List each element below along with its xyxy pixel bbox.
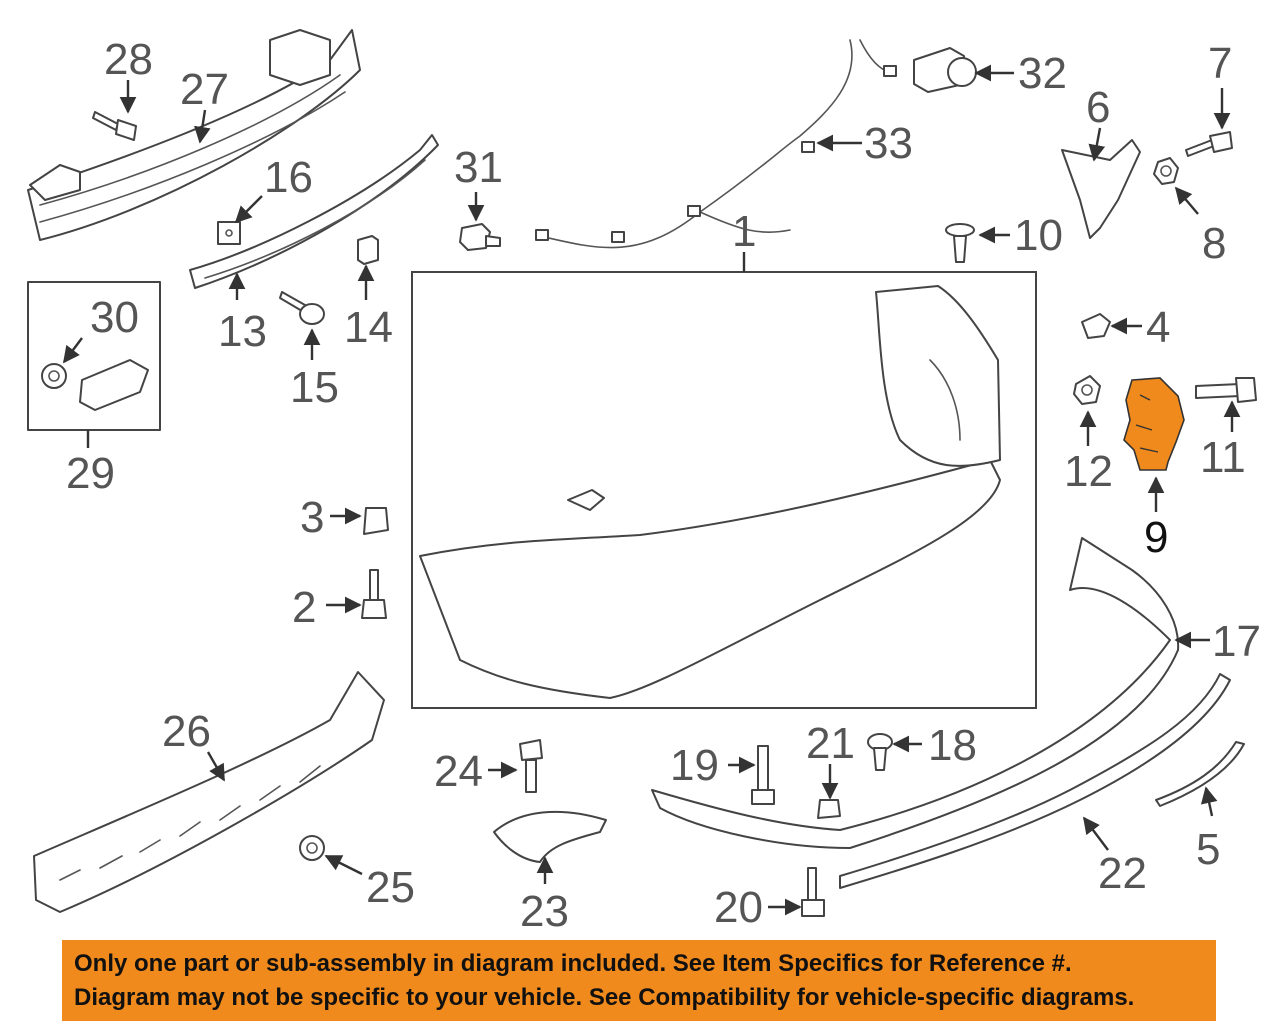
part-15-bolt <box>279 291 325 325</box>
label-17: 17 <box>1212 617 1261 666</box>
label-29: 29 <box>66 449 115 498</box>
part-23-bracket <box>493 810 607 863</box>
label-8: 8 <box>1202 219 1226 268</box>
label-2: 2 <box>292 583 316 632</box>
part-17-valance <box>651 537 1180 849</box>
part-31-sensor <box>459 223 501 251</box>
part-3-clip <box>363 507 389 535</box>
part-1-bumper-cover <box>411 271 1037 709</box>
part-26-absorber <box>33 671 385 913</box>
part-20-bolt <box>801 867 825 917</box>
part-27-reinforcement-beam <box>27 29 361 241</box>
label-25: 25 <box>366 863 415 912</box>
part-18-push-pin <box>867 733 893 771</box>
part-12-nut <box>1073 375 1101 405</box>
part-5-trim-strip <box>1155 741 1245 807</box>
disclaimer-banner: Only one part or sub-assembly in diagram… <box>62 940 1216 1021</box>
part-19-stud <box>751 745 775 805</box>
part-29-kit-box <box>27 281 161 431</box>
label-10: 10 <box>1014 211 1063 260</box>
label-20: 20 <box>714 883 763 932</box>
label-4: 4 <box>1146 303 1170 352</box>
part-10-push-pin <box>945 223 975 263</box>
part-24-bolt <box>519 739 543 793</box>
label-16: 16 <box>264 153 313 202</box>
label-5: 5 <box>1196 825 1220 874</box>
parts-diagram: 28 27 16 13 14 15 30 29 31 33 32 6 7 8 1… <box>27 29 1261 936</box>
leader-arrows <box>62 64 1241 916</box>
part-8-nut <box>1153 157 1179 185</box>
disclaimer-line-1: Only one part or sub-assembly in diagram… <box>74 949 1072 977</box>
part-22-lower-trim <box>839 673 1231 889</box>
part-14-block <box>357 235 379 265</box>
part-7-bolt <box>1185 131 1233 157</box>
part-2-bolt <box>361 569 387 619</box>
label-15: 15 <box>290 363 339 412</box>
part-28-bolt <box>92 111 137 141</box>
label-23: 23 <box>520 887 569 936</box>
part-9-bracket-highlighted <box>1123 377 1185 471</box>
part-4-clip <box>1081 313 1111 339</box>
part-11-bolt <box>1195 377 1257 403</box>
label-32: 32 <box>1018 49 1067 98</box>
part-33-wiring-harness <box>535 39 897 249</box>
part-25-nut <box>299 835 325 861</box>
label-24: 24 <box>434 747 483 796</box>
label-3: 3 <box>300 493 324 542</box>
label-1: 1 <box>732 207 756 256</box>
label-7: 7 <box>1208 39 1232 88</box>
callout-labels: 28 27 16 13 14 15 30 29 31 33 32 6 7 8 1… <box>66 35 1261 936</box>
label-22: 22 <box>1098 849 1147 898</box>
label-19: 19 <box>670 741 719 790</box>
part-6-bracket <box>1061 139 1141 239</box>
label-13: 13 <box>218 307 267 356</box>
label-21: 21 <box>806 719 855 768</box>
label-18: 18 <box>928 721 977 770</box>
part-13-bracket <box>189 134 439 289</box>
part-32-park-sensor <box>913 47 977 93</box>
label-12: 12 <box>1064 447 1113 496</box>
label-30: 30 <box>90 293 139 342</box>
label-14: 14 <box>344 303 393 352</box>
part-16-clip <box>217 221 241 245</box>
disclaimer-line-2: Diagram may not be specific to your vehi… <box>74 983 1135 1011</box>
label-31: 31 <box>454 143 503 192</box>
part-21-clip <box>817 799 841 819</box>
label-9: 9 <box>1144 513 1168 562</box>
label-26: 26 <box>162 707 211 756</box>
label-28: 28 <box>104 35 153 84</box>
label-27: 27 <box>180 65 229 114</box>
label-6: 6 <box>1086 83 1110 132</box>
label-33: 33 <box>864 119 913 168</box>
label-11: 11 <box>1200 433 1246 482</box>
